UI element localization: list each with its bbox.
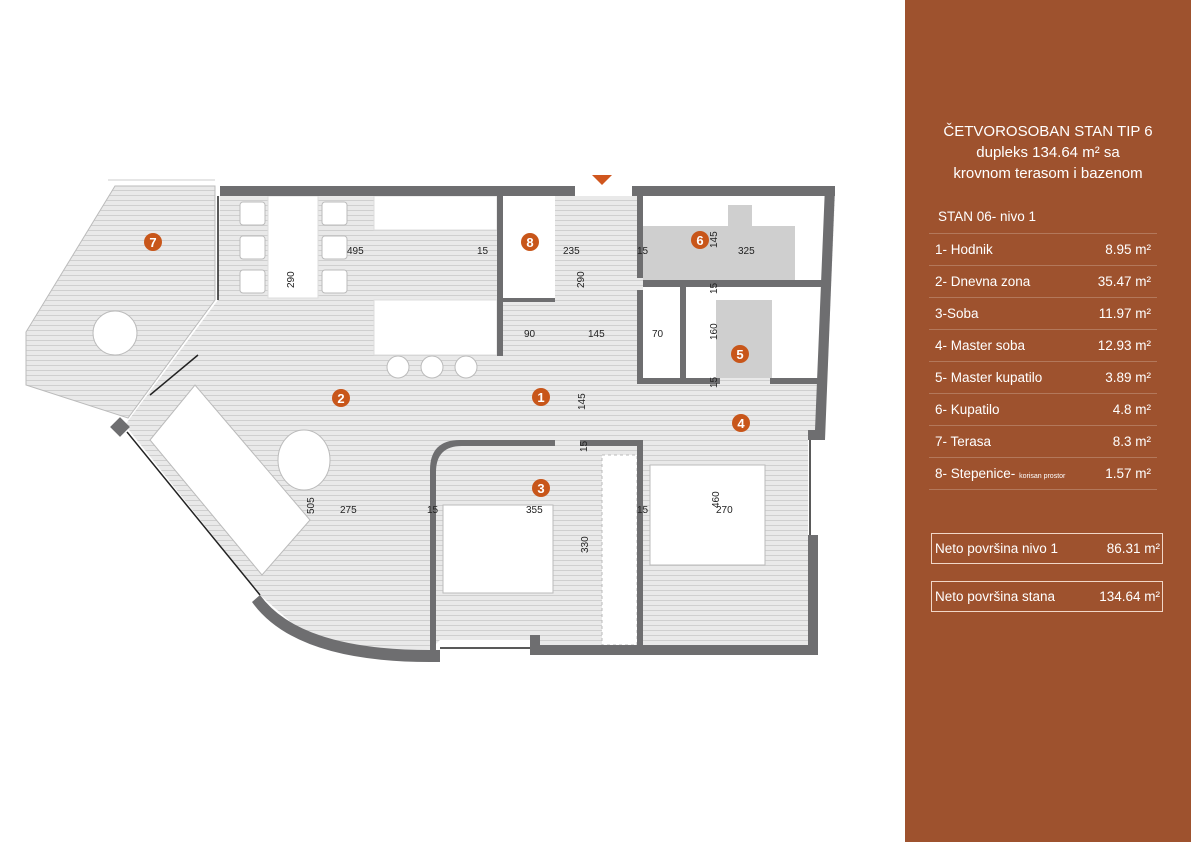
svg-text:275: 275 [340,505,357,516]
svg-text:8: 8 [526,235,533,250]
svg-text:145: 145 [709,231,720,248]
svg-text:3: 3 [537,481,544,496]
svg-text:330: 330 [580,536,591,553]
svg-text:15: 15 [709,282,720,294]
walls [110,186,835,662]
svg-text:290: 290 [286,271,297,288]
room-marker-1: 1 [532,388,550,406]
svg-text:5: 5 [736,347,743,362]
svg-text:15: 15 [637,246,649,257]
svg-text:15: 15 [709,376,720,388]
svg-text:70: 70 [652,329,664,340]
title-line-3: krovnom terasom i bazenom [953,165,1143,182]
apartment-title: ČETVOROSOBAN STAN TIP 6 dupleks 134.64 m… [905,121,1191,184]
coffee-table [277,429,331,491]
title-line-2: dupleks 134.64 m² sa [976,144,1120,161]
bed-3 [442,504,554,594]
windows [126,196,811,649]
room-marker-3: 3 [532,479,550,497]
svg-text:7: 7 [149,235,156,250]
bed-4 [649,464,766,566]
wardrobe [601,454,638,646]
svg-text:15: 15 [477,246,489,257]
svg-text:495: 495 [347,246,364,257]
svg-text:325: 325 [738,246,755,257]
svg-text:235: 235 [563,246,580,257]
svg-text:355: 355 [526,505,543,516]
room-marker-7: 7 [144,233,162,251]
dimension-labels: 495 290 15 235 290 15 145 325 15 90 145 … [286,231,755,553]
svg-text:145: 145 [577,393,588,410]
level-label: STAN 06- nivo 1 [938,209,1037,224]
svg-text:2: 2 [337,391,344,406]
entrance-arrow-icon [592,175,612,185]
svg-text:270: 270 [716,505,733,516]
svg-text:90: 90 [524,329,536,340]
sofa [149,384,311,576]
svg-text:15: 15 [427,505,439,516]
svg-text:15: 15 [579,440,590,452]
svg-text:1: 1 [537,390,544,405]
terrace-area [25,185,216,419]
svg-text:460: 460 [711,491,722,508]
kitchen-counter [373,195,498,231]
title-line-1: ČETVOROSOBAN STAN TIP 6 [943,123,1153,140]
floor-plan: 1 2 3 4 5 6 7 8 495 290 15 235 290 15 14… [25,175,835,662]
room-markers: 1 2 3 4 5 6 7 8 [144,231,750,497]
svg-text:4: 4 [737,416,745,431]
svg-text:160: 160 [709,323,720,340]
svg-text:290: 290 [576,271,587,288]
room-marker-4: 4 [732,414,750,432]
room-marker-2: 2 [332,389,350,407]
room-marker-6: 6 [691,231,709,249]
svg-text:145: 145 [588,329,605,340]
room-marker-5: 5 [731,345,749,363]
room-marker-8: 8 [521,233,539,251]
svg-text:15: 15 [637,505,649,516]
svg-text:505: 505 [306,497,317,514]
info-panel: ČETVOROSOBAN STAN TIP 6 dupleks 134.64 m… [905,0,1191,842]
svg-text:6: 6 [696,233,703,248]
